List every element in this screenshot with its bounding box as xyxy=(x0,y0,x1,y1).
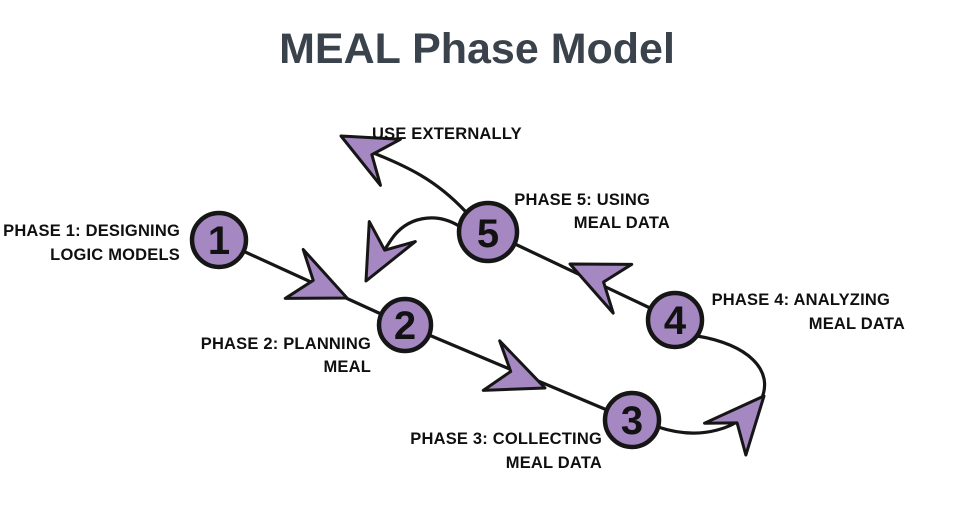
phase-2-number: 2 xyxy=(394,304,416,348)
phase-3-circle xyxy=(602,390,662,450)
phase-4-node: 4 xyxy=(645,290,705,350)
phase-5-circle xyxy=(456,200,520,264)
phase-3-number: 3 xyxy=(621,399,643,443)
arrowhead-phase2-phase3 xyxy=(481,339,547,392)
phase-4-label-line2: MEAL DATA xyxy=(809,315,905,333)
phase-4-circle xyxy=(645,290,705,350)
phase-4-number: 4 xyxy=(664,299,687,343)
phase-1-number: 1 xyxy=(208,219,230,263)
phase-5-label-line1: PHASE 5: USING xyxy=(514,191,650,209)
phase-2-label-line2: MEAL xyxy=(323,358,371,376)
phase-2-label: PHASE 2: PLANNING MEAL xyxy=(201,335,371,376)
phase-2-node: 2 xyxy=(376,296,434,354)
phase-2-label-line1: PHASE 2: PLANNING xyxy=(201,335,371,353)
phase-1-label-line2: LOGIC MODELS xyxy=(50,246,180,264)
phase-3-label-line2: MEAL DATA xyxy=(506,454,602,472)
phase-5-label: PHASE 5: USING MEAL DATA xyxy=(514,191,670,232)
phase-1-circle xyxy=(189,210,249,270)
use-externally-label: USE EXTERNALLY xyxy=(372,125,522,143)
arrowhead-phase3-phase4 xyxy=(703,394,766,457)
phase-1-label-line1: PHASE 1: DESIGNING xyxy=(3,222,180,240)
phase-1-label: PHASE 1: DESIGNING LOGIC MODELS xyxy=(3,222,180,264)
phase-5-node: 5 xyxy=(456,200,520,264)
phase-4-label: PHASE 4: ANALYZING MEAL DATA xyxy=(712,291,905,333)
arrowhead-use-externally xyxy=(339,134,402,187)
phase-3-label-line1: PHASE 3: COLLECTING xyxy=(410,430,602,448)
phase-4-label-line1: PHASE 4: ANALYZING xyxy=(712,291,890,309)
phase-1-node: 1 xyxy=(189,210,249,270)
page-title: MEAL Phase Model xyxy=(279,25,675,73)
arrowhead-phase4-phase5 xyxy=(568,262,634,315)
arrowhead-internal-loop xyxy=(364,220,417,283)
arrowhead-phase1-phase2 xyxy=(283,247,349,300)
phase-2-circle xyxy=(376,296,434,354)
phase-3-node: 3 xyxy=(602,390,662,450)
phase-5-number: 5 xyxy=(477,212,499,256)
phase-5-label-line2: MEAL DATA xyxy=(574,214,670,232)
phase-3-label: PHASE 3: COLLECTING MEAL DATA xyxy=(410,430,602,472)
